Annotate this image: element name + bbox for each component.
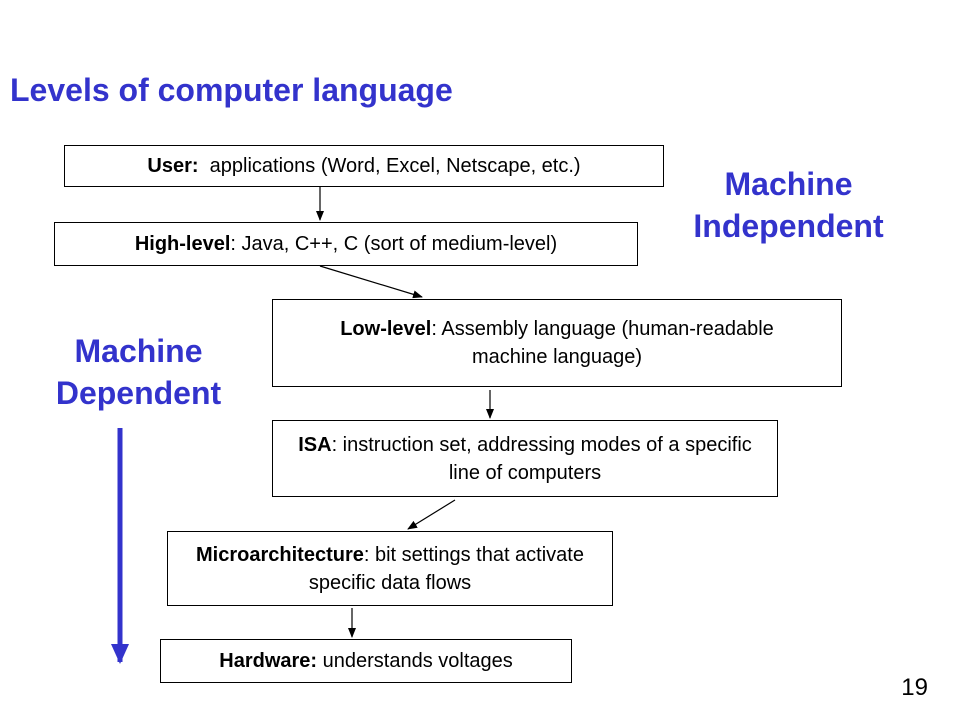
level-box-hardware: Hardware: understands voltages (160, 639, 572, 683)
slide-title: Levels of computer language (10, 72, 453, 108)
machine-dependent-line1: Machine (74, 333, 203, 369)
level-desc: understands voltages (317, 650, 513, 672)
arrow-high-level-to-low-level (319, 265, 423, 299)
level-desc: : instruction set, addressing modes of a… (331, 433, 752, 484)
machine-dependent-line2: Dependent (55, 374, 222, 411)
machine-dependent-label: Machine Dependent (36, 331, 241, 414)
machine-independent-label: Machine Independent (676, 164, 901, 247)
machine-independent-line1: Machine (724, 166, 853, 202)
level-term: High-level (134, 233, 231, 255)
level-desc: : Assembly language (human-readable mach… (431, 318, 774, 368)
level-box-isa: ISA: instruction set, addressing modes o… (272, 420, 778, 497)
arrow-isa-to-microarchitecture (407, 499, 456, 530)
level-box-user: User: applications (Word, Excel, Netscap… (64, 145, 664, 187)
level-term: Low-level (340, 318, 432, 340)
level-desc: : Java, C++, C (sort of medium-level) (230, 233, 558, 255)
machine-independent-line2: Independent (693, 207, 884, 244)
level-box-low-level: Low-level: Assembly language (human-read… (272, 299, 842, 387)
level-desc: applications (Word, Excel, Netscape, etc… (198, 155, 581, 177)
level-term: Microarchitecture (196, 543, 364, 566)
level-box-high-level: High-level: Java, C++, C (sort of medium… (54, 222, 638, 266)
level-term: ISA (298, 433, 332, 456)
level-term: Hardware: (219, 650, 318, 672)
level-box-microarchitecture: Microarchitecture: bit settings that act… (167, 531, 613, 606)
level-term: User: (147, 155, 199, 177)
level-desc: : bit settings that activate specific da… (308, 543, 584, 594)
page-number: 19 (901, 674, 928, 701)
